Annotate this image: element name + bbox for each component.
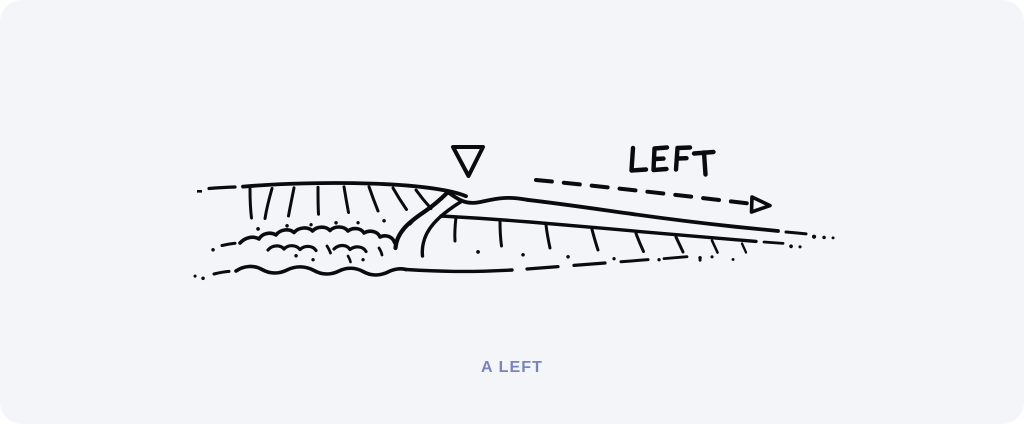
wave-back-hatching xyxy=(248,185,433,231)
direction-label-left xyxy=(629,145,716,177)
dashed-arrow-right-icon xyxy=(534,178,772,214)
wave-lip xyxy=(393,189,529,258)
triangle-down-icon xyxy=(451,145,485,178)
wave-crest-line xyxy=(197,181,468,199)
wave-trough-line xyxy=(404,255,714,274)
wave-face-top-line xyxy=(525,197,835,240)
page-title: A LEFT xyxy=(481,359,543,376)
wave-shoulder-line xyxy=(439,214,802,249)
wave-face-hatching xyxy=(453,215,748,262)
whitewater-foam xyxy=(193,225,408,281)
